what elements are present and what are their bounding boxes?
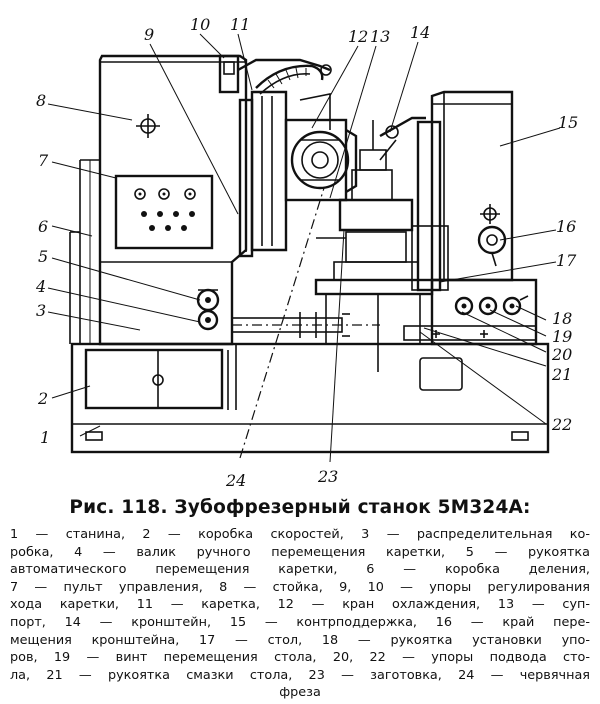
legend-line: мещения кронштейна, 17 — стол, 18 — руко… <box>10 632 590 648</box>
legend-line: автоматического перемещения каретки, 6 —… <box>10 562 590 578</box>
carriage <box>250 90 288 252</box>
callout-17: 17 <box>556 251 577 270</box>
callout-12: 12 <box>348 27 368 46</box>
figure-caption-legend: 1 — станина, 2 — коробка скоростей, 3 — … <box>10 526 590 702</box>
callout-11: 11 <box>230 15 250 34</box>
legend-line: фреза <box>279 685 321 701</box>
callout-22: 22 <box>551 415 572 434</box>
callout-14: 14 <box>410 23 430 42</box>
callout-9: 9 <box>144 25 154 44</box>
column <box>98 54 248 346</box>
callout-21: 21 <box>551 365 572 384</box>
callout-labels: 1 2 3 4 5 6 7 8 9 10 11 12 13 14 15 16 1… <box>35 15 578 490</box>
legend-line: 7 — пульт управления, 8 — стойка, 9, 10 … <box>10 579 590 595</box>
callout-10: 10 <box>190 15 210 34</box>
callout-16: 16 <box>556 217 576 236</box>
counter-support <box>430 90 514 282</box>
callout-19: 19 <box>552 327 572 346</box>
callout-6: 6 <box>38 217 48 236</box>
callout-18: 18 <box>552 309 572 328</box>
control-panel <box>114 174 214 250</box>
callout-20: 20 <box>551 345 572 364</box>
figure-caption-title: Рис. 118. Зубофрезерный станок 5М324А: <box>69 497 531 518</box>
callout-3: 3 <box>36 301 46 320</box>
callout-5: 5 <box>38 247 48 266</box>
machine-drawing <box>69 54 550 454</box>
legend-line: 1 — станина, 2 — коробка скоростей, 3 — … <box>10 527 590 542</box>
bed <box>70 342 550 454</box>
table <box>314 278 434 296</box>
callout-24: 24 <box>225 471 246 490</box>
callout-8: 8 <box>36 91 46 110</box>
legend-line: ров, 19 — винт перемещения стола, 20, 22… <box>10 650 590 666</box>
worm-hob <box>290 130 350 190</box>
support <box>338 198 414 232</box>
callout-4: 4 <box>35 277 46 296</box>
machine-diagram: 1 2 3 4 5 6 7 8 9 10 11 12 13 14 15 16 1… <box>35 15 578 490</box>
callout-1: 1 <box>40 428 50 447</box>
leader-lines <box>47 33 561 463</box>
legend-line: хода каретки, 11 — каретка, 12 — кран ох… <box>10 597 590 613</box>
legend-line: ла, 21 — рукоятка смазки стола, 23 — заг… <box>10 667 590 683</box>
callout-23: 23 <box>317 467 338 486</box>
callout-2: 2 <box>37 389 48 408</box>
legend-line: порт, 14 — кронштейн, 15 — контрподдержк… <box>10 614 590 630</box>
callout-7: 7 <box>38 151 49 170</box>
callout-15: 15 <box>558 113 578 132</box>
legend-line: робка, 4 — валик ручного перемещения кар… <box>10 544 590 560</box>
callout-13: 13 <box>370 27 390 46</box>
speed-gearbox-door <box>84 348 224 410</box>
